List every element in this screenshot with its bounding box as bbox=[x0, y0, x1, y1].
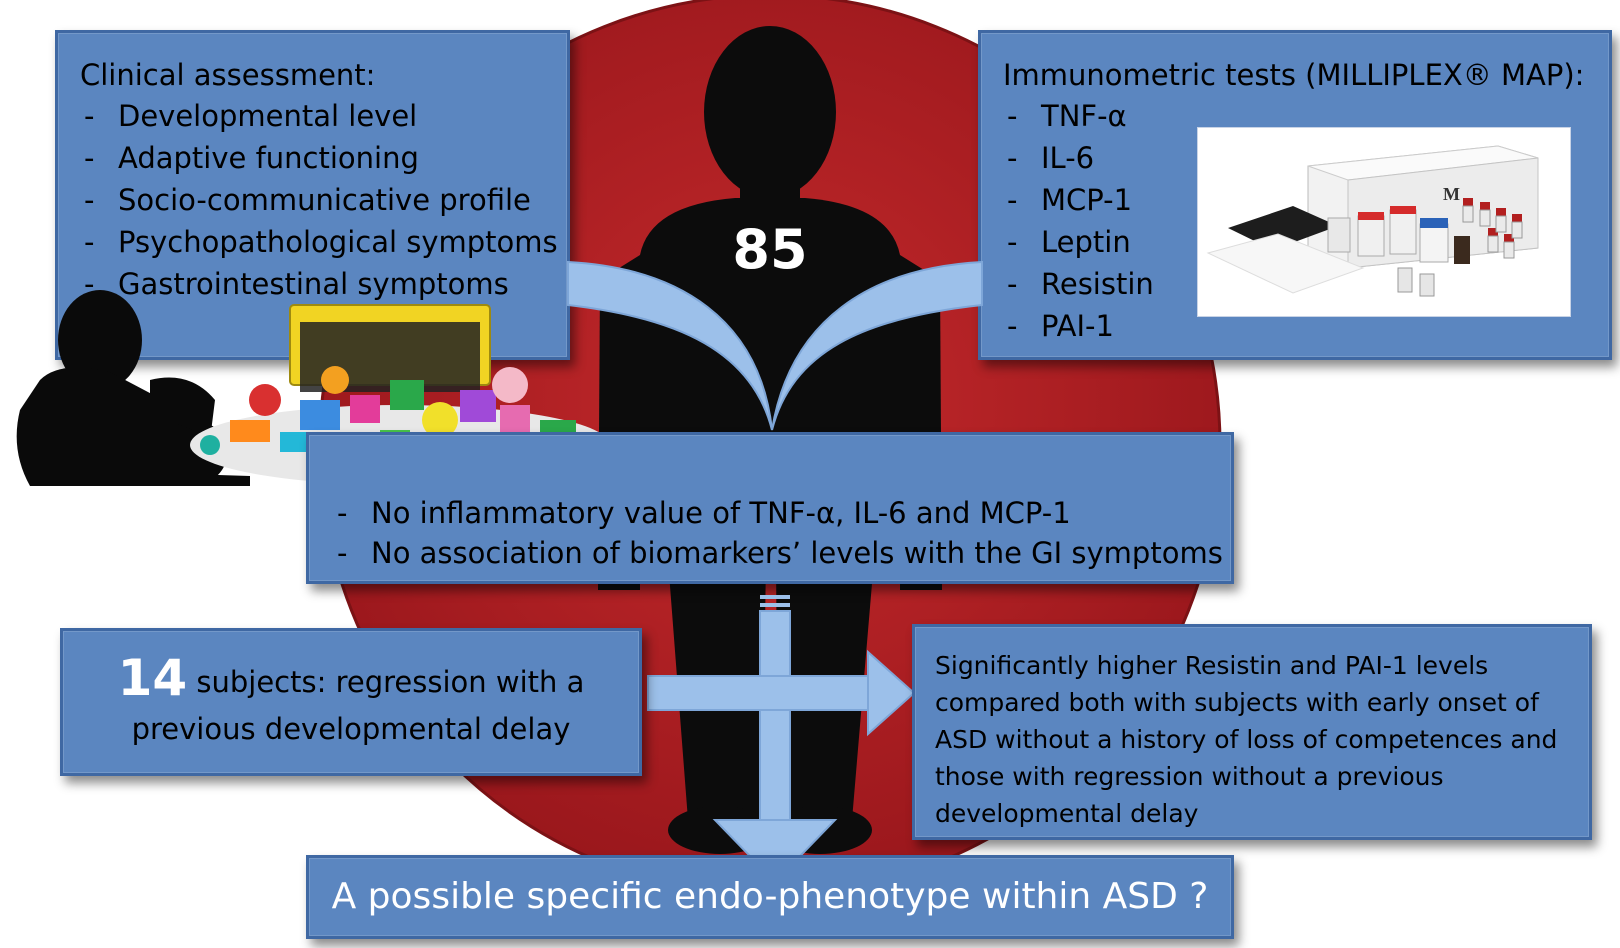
assay-kit-image: M bbox=[1197, 127, 1571, 317]
assay-kit-illustration: M bbox=[1206, 145, 1539, 297]
finding-item: No association of biomarkers’ levels wit… bbox=[333, 533, 1231, 573]
result-line: ASD without a history of loss of compete… bbox=[935, 725, 1558, 754]
result-line: compared both with subjects with early o… bbox=[935, 688, 1539, 717]
conclusion-text: A possible specific endo-phenotype withi… bbox=[331, 876, 1209, 917]
biomarker-item: Resistin bbox=[1003, 263, 1609, 305]
result-line: developmental delay bbox=[935, 799, 1199, 828]
result-line: those with regression without a previous bbox=[935, 762, 1444, 791]
immunometric-title: Immunometric tests (MILLIPLEX® MAP): bbox=[1003, 58, 1585, 92]
clinical-assessment-title: Clinical assessment: bbox=[80, 58, 376, 92]
finding-item: No inflammatory value of TNF-α, IL-6 and… bbox=[333, 493, 1231, 533]
sample-size-label: 85 bbox=[732, 218, 808, 281]
regression-subgroup-box: 14 subjects: regression with a previous … bbox=[60, 628, 642, 776]
clinical-item: Adaptive functioning bbox=[80, 137, 567, 179]
biomarker-item: IL-6 bbox=[1003, 137, 1609, 179]
subgroup-text-line1: subjects: regression with a bbox=[187, 665, 585, 699]
subgroup-text-line2: previous developmental delay bbox=[131, 712, 571, 746]
subgroup-count: 14 bbox=[117, 649, 188, 707]
down-arrow bbox=[712, 595, 838, 884]
result-box: Significantly higher Resistin and PAI-1 … bbox=[912, 624, 1592, 840]
right-curve-arrow bbox=[771, 260, 983, 431]
sitting-child-silhouette bbox=[16, 290, 250, 486]
biomarker-item: TNF-α bbox=[1003, 95, 1609, 137]
right-arrow bbox=[647, 649, 916, 737]
clinical-item: Psychopathological symptoms bbox=[80, 221, 567, 263]
biomarker-item: MCP-1 bbox=[1003, 179, 1609, 221]
clinical-item: Developmental level bbox=[80, 95, 567, 137]
findings-box: No inflammatory value of TNF-α, IL-6 and… bbox=[306, 432, 1234, 584]
kit-logo-text: M bbox=[1443, 184, 1460, 204]
clinical-item: Socio-communicative profile bbox=[80, 179, 567, 221]
conclusion-box: A possible specific endo-phenotype withi… bbox=[306, 855, 1234, 939]
biomarker-item: Leptin bbox=[1003, 221, 1609, 263]
clinical-item: Gastrointestinal symptoms bbox=[80, 263, 567, 305]
biomarker-list: TNF-α IL-6 MCP-1 Leptin Resistin PAI-1 bbox=[1003, 95, 1609, 347]
biomarker-item: PAI-1 bbox=[1003, 305, 1609, 347]
result-line: Significantly higher Resistin and PAI-1 … bbox=[935, 651, 1489, 680]
findings-list: No inflammatory value of TNF-α, IL-6 and… bbox=[333, 493, 1231, 573]
clinical-assessment-list: Developmental level Adaptive functioning… bbox=[80, 95, 567, 305]
